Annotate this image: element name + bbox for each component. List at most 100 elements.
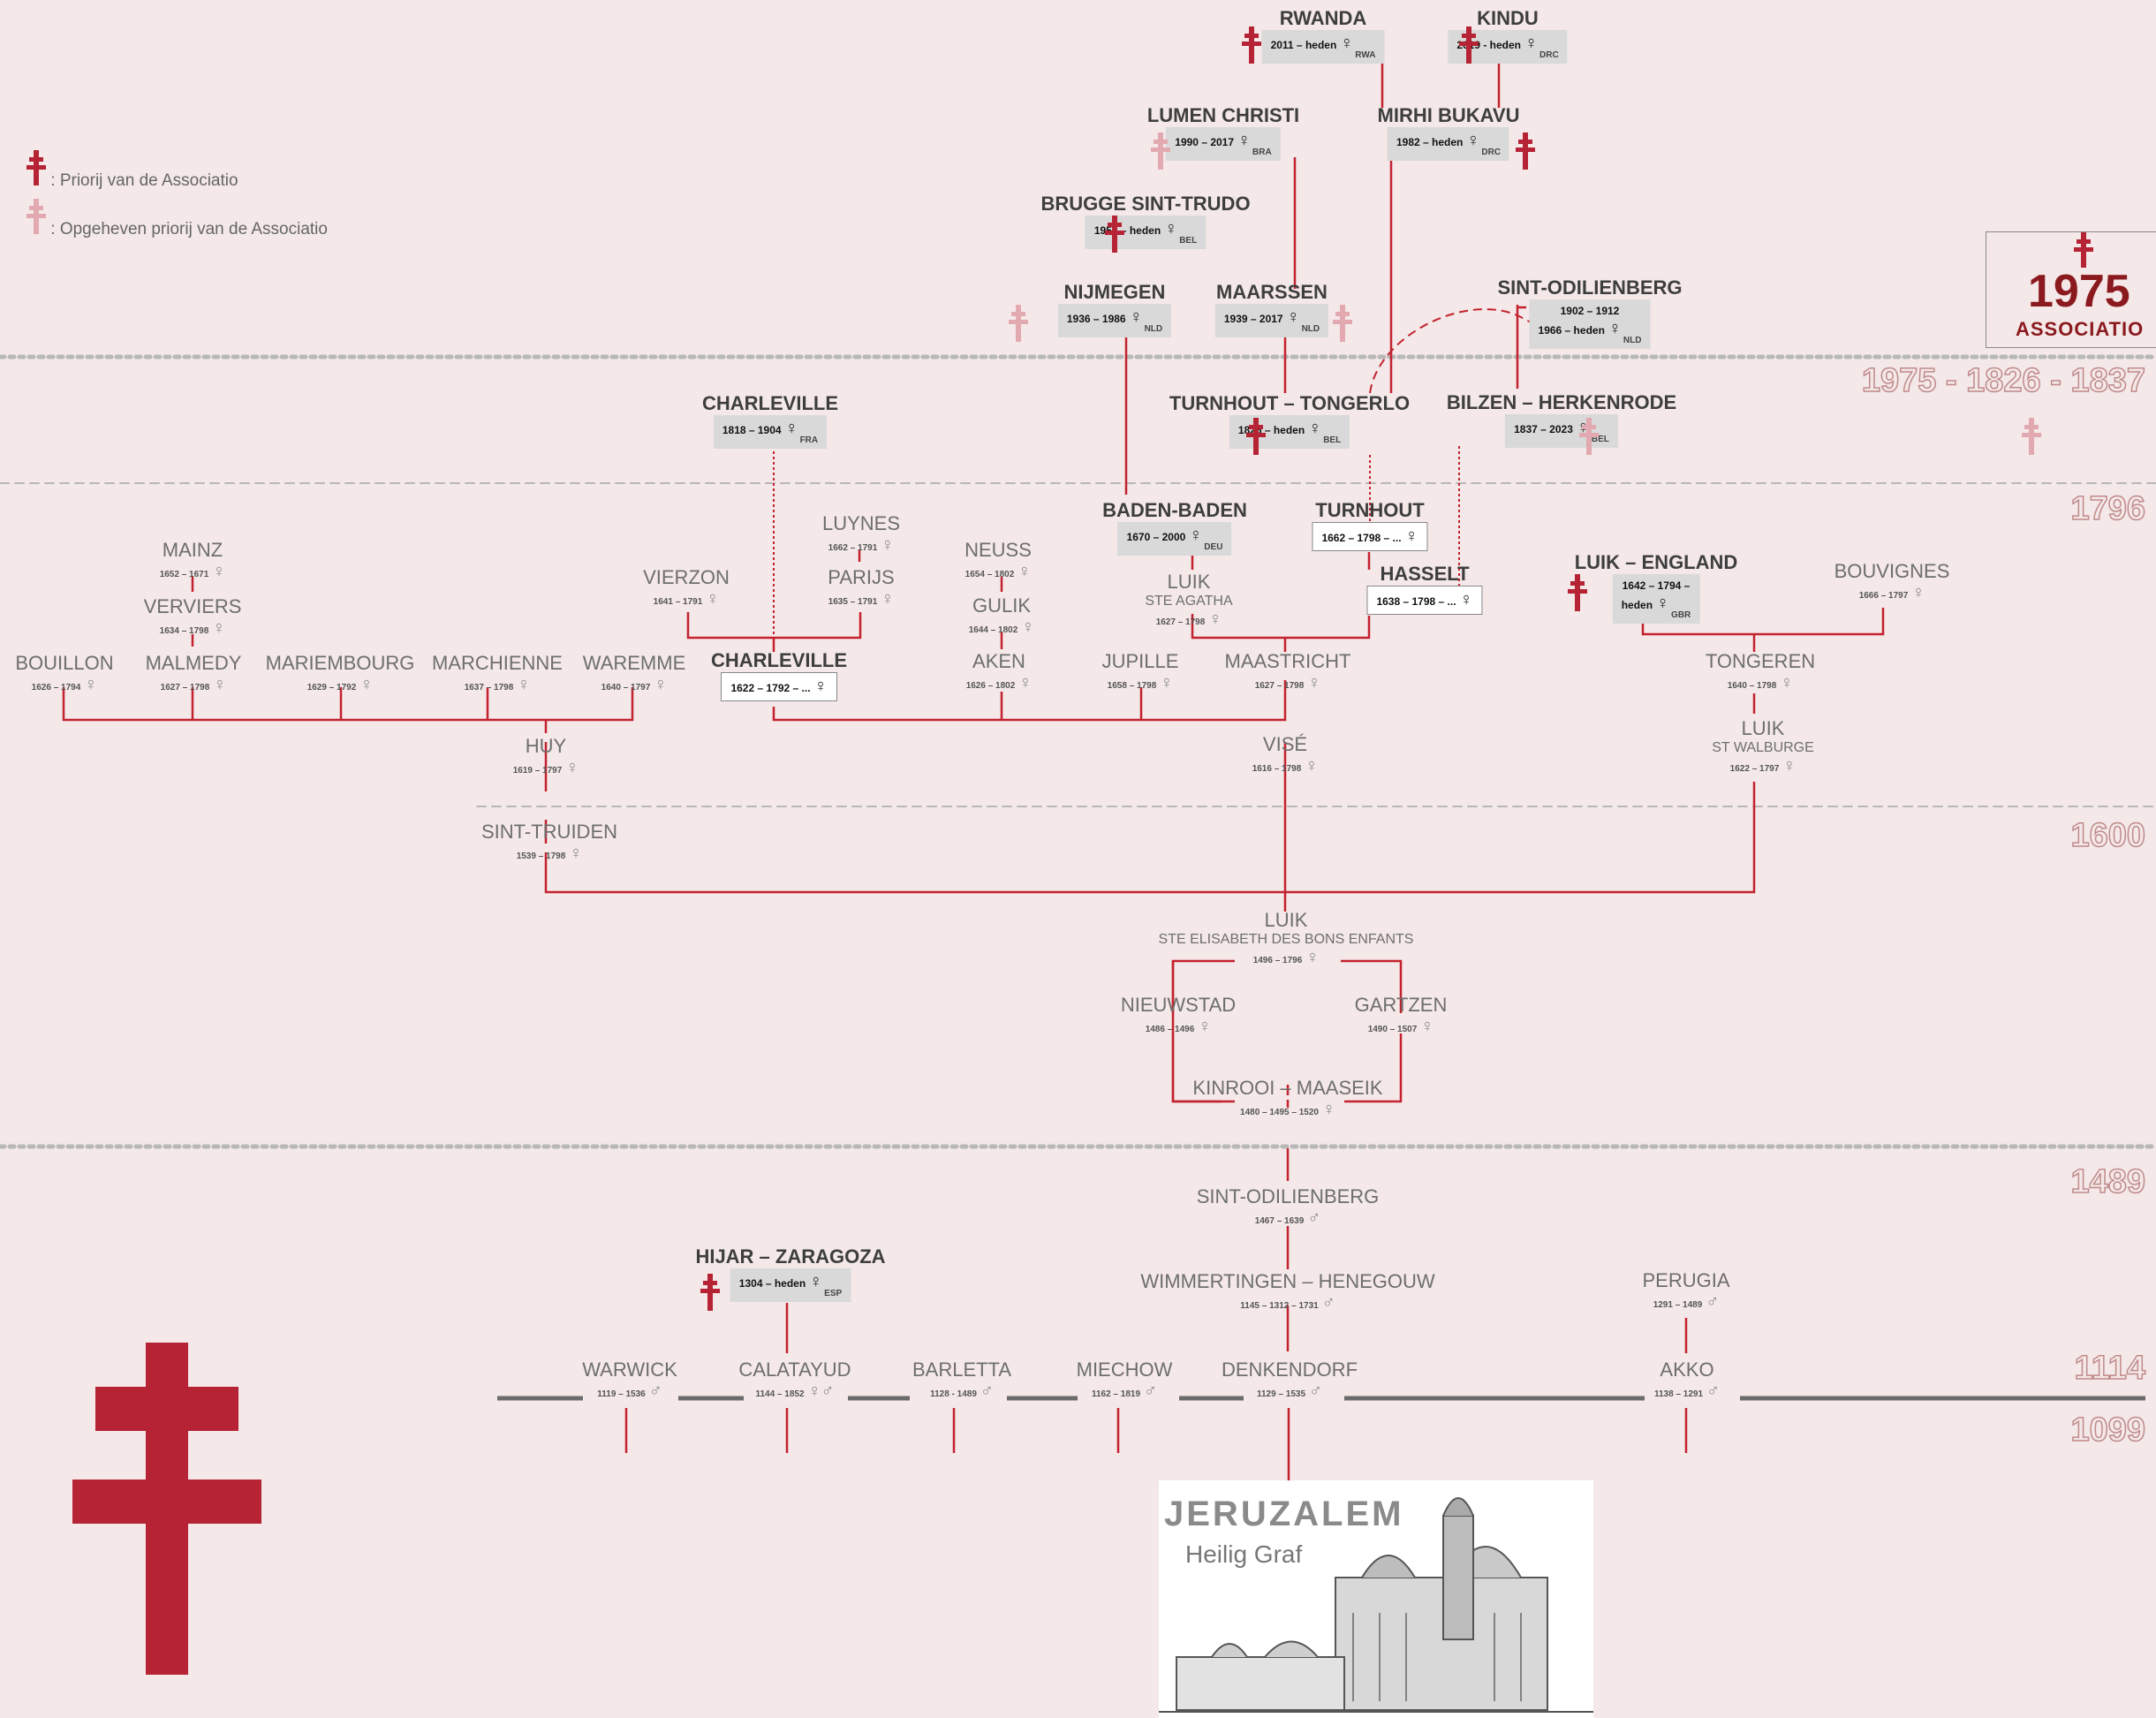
priory-name: LUIK	[1741, 717, 1785, 739]
priory-dates-row: 1641 – 1791♀	[653, 589, 720, 609]
priory-dates-row: 1662 – 1791♀	[828, 535, 895, 555]
female-symbol-icon: ♀	[213, 675, 227, 694]
priory-dates: 1641 – 1791	[653, 597, 703, 607]
priory-dates-row: 1837 – 2023♀BEL	[1505, 414, 1618, 448]
female-symbol-icon: ♀	[1160, 673, 1174, 692]
suppressed-priory-cross-icon	[1579, 418, 1599, 455]
priory-dates: 1638 – 1798 – ...	[1376, 595, 1456, 608]
priory-name: VIERZON	[643, 566, 730, 588]
priory-name: KINROOI – MAASEIK	[1192, 1077, 1383, 1099]
priory-dates: 1644 – 1802	[968, 625, 1018, 635]
priory-dates-row: 1652 – 1671♀	[160, 562, 226, 581]
priory-name: TURNHOUT	[1315, 499, 1425, 521]
priory-dates-row: 1627 – 1798♀	[1255, 673, 1321, 692]
priory-cross-icon	[1242, 26, 1261, 64]
priory-dates: 1640 – 1798	[1727, 681, 1777, 691]
priory-subtitle: ST WALBURGE	[1712, 740, 1814, 755]
priory-dates: 1291 – 1489	[1653, 1300, 1703, 1310]
priory-dates: 1990 – 2017	[1175, 136, 1235, 148]
priory-dates-row: 1622 – 1792 – ...♀	[721, 672, 837, 701]
legend-active: : Priorij van de Associatio	[26, 150, 238, 191]
male-symbol-icon: ♂	[1706, 1292, 1720, 1312]
priory-dates-row: 1818 – 1904♀FRA	[713, 415, 828, 449]
female-symbol-icon: ♀	[1780, 673, 1794, 692]
priory-name: BADEN-BADEN	[1102, 499, 1247, 521]
country-code: NLD	[1144, 324, 1163, 334]
priory-dates-row: 1658 – 1798♀	[1108, 673, 1174, 692]
priory-name: TONGEREN	[1705, 650, 1816, 672]
priory-name: WAREMME	[582, 652, 686, 674]
priory-dates-row: 1634 – 1798♀	[160, 618, 226, 638]
female-symbol-icon: ♀	[1018, 673, 1033, 692]
male-symbol-icon: ♂	[1309, 1381, 1323, 1401]
priory-name: MARCHIENNE	[432, 652, 563, 674]
priory-cross-icon	[1516, 132, 1535, 170]
country-code: NLD	[1301, 324, 1320, 334]
priory-dates-row: 1642 – 1794 –heden♀GBR	[1612, 574, 1700, 624]
female-symbol-icon: ♀	[1308, 419, 1322, 438]
country-code: GBR	[1671, 610, 1691, 620]
priory-dates-row: 1662 – 1798 – ...♀	[1312, 522, 1428, 551]
country-code: BRA	[1252, 148, 1272, 157]
priory-dates-row: 1640 – 1797♀	[601, 675, 668, 694]
priory-name: MIECHOW	[1076, 1359, 1173, 1381]
priory-dates: 1662 – 1791	[828, 543, 878, 553]
female-symbol-icon: ♀	[1021, 617, 1035, 637]
female-symbol-icon: ♀	[1017, 562, 1032, 581]
priory-name: BILZEN – HERKENRODE	[1446, 391, 1677, 413]
priory-dates-second: heden	[1621, 599, 1653, 611]
priory-dates: 1129 – 1535	[1256, 1389, 1306, 1399]
priory-dates-row: 1626 – 1794♀	[32, 675, 98, 694]
female-symbol-icon: ♀	[1608, 319, 1622, 338]
female-symbol-icon: ♀	[1782, 756, 1797, 776]
country-code: DRC	[1481, 148, 1502, 157]
female-symbol-icon: ♀	[212, 562, 226, 581]
association-cross-icon	[2074, 231, 2093, 273]
priory-dates: 1622 – 1792 – ...	[730, 682, 811, 694]
priory-dates: 1642 – 1794 –	[1622, 579, 1691, 592]
priory-cross-icon	[1105, 216, 1124, 253]
priory-dates: 1654 – 1802	[965, 570, 1015, 579]
priory-dates: 1539 – 1798	[516, 851, 566, 861]
priory-dates-second: 1966 – heden	[1538, 324, 1605, 337]
priory-dates: 1138 – 1291	[1653, 1389, 1704, 1399]
priory-dates-row: 1627 – 1798♀	[1155, 609, 1222, 629]
priory-name: WARWICK	[582, 1359, 677, 1381]
priory-dates-row: 1990 – 2017♀BRA	[1166, 127, 1281, 161]
priory-dates: 1616 – 1798	[1252, 764, 1302, 774]
suppressed-priory-cross-icon	[1151, 132, 1170, 170]
country-code: BEL	[1179, 236, 1198, 246]
red-connectors	[62, 60, 1885, 1480]
priory-name: LUIK	[1167, 571, 1211, 593]
jerusalem-image: JERUZALEM Heilig Graf	[1159, 1480, 1593, 1718]
female-symbol-icon: ♀	[1404, 526, 1418, 546]
priory-name: BARLETTA	[912, 1359, 1012, 1381]
male-symbol-icon: ♂	[980, 1381, 994, 1401]
priory-name: SINT-ODILIENBERG	[1196, 1185, 1380, 1207]
female-symbol-icon: ♀	[809, 1272, 823, 1291]
priory-name: BOUVIGNES	[1834, 560, 1950, 582]
female-symbol-icon: ♀	[1286, 307, 1300, 327]
priory-dates: 1627 – 1798	[1155, 617, 1206, 627]
priory-dates: 1635 – 1791	[828, 597, 878, 607]
